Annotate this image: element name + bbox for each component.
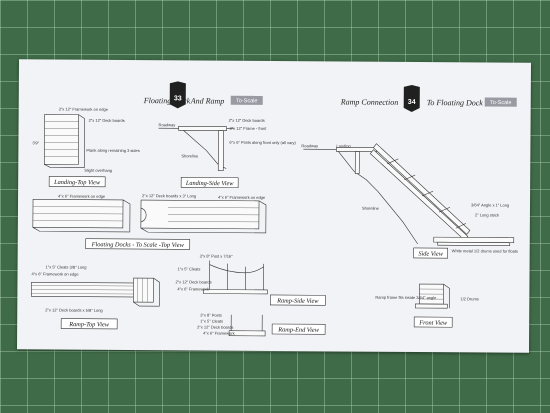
note-3: Plank along remaining 3 sides xyxy=(86,148,139,153)
landing-side-drawing xyxy=(158,126,234,171)
note-27: 3/64" Angle x 1" Long xyxy=(471,202,509,207)
note-7: 3"x 12" Frame - front xyxy=(230,126,268,131)
note-20: 3"x 8" Posts xyxy=(200,312,222,317)
ramp-side-view-label: Ramp-Side View xyxy=(276,298,319,305)
plan-sheet: Floating Dock 33 And Ramp To-Scale Ramp … xyxy=(16,59,532,353)
note-21: 1"x 5" Cleats xyxy=(200,318,223,323)
ramp-side-view-label-box xyxy=(270,294,326,306)
emblem-33-number: 33 xyxy=(174,95,182,102)
title-right-part1: Ramp Connection xyxy=(340,97,399,106)
floating-docks-label: Floating Docks - To Scale -Top View xyxy=(91,241,185,249)
ramp-end-drawing xyxy=(228,314,266,337)
landing-side-view-label-box xyxy=(180,177,239,189)
note-12: 4"x 6" Framework on edge xyxy=(218,195,266,200)
note-16: 4"x 6" Framework xyxy=(177,286,209,291)
emblem-33: 33 xyxy=(169,81,186,109)
note-14: 1"x 5" Cleats xyxy=(178,266,201,271)
note-22: 2"x 12" Deck boards xyxy=(197,324,233,329)
ramp-connection-drawing xyxy=(303,143,515,246)
note-19: 2"x 12" Deck boards x 5/8" Long xyxy=(45,307,102,312)
ramp-top-drawing xyxy=(31,277,160,307)
note-30: Ramp frame fits inside 3/64" angle xyxy=(375,295,437,300)
note-1: 3"x 12" Framework on edge xyxy=(59,106,109,111)
landing-top-drawing xyxy=(43,114,85,168)
title-left-part1: Floating Dock xyxy=(143,96,191,105)
badge-right xyxy=(484,97,517,107)
side-view-label-box xyxy=(413,247,449,259)
badge-left xyxy=(230,95,263,105)
badge-left-text: To-Scale xyxy=(236,98,257,104)
note-9: Shoreline xyxy=(181,153,199,158)
emblem-34: 34 xyxy=(403,84,420,112)
note-8: 6"x 6" Posts along front only (all vary) xyxy=(229,140,296,145)
front-view-drawing xyxy=(414,283,450,309)
note-2: 2"x 12" Deck boards xyxy=(89,118,125,123)
ramp-end-view-label: Ramp-End View xyxy=(277,327,319,334)
landing-side-view-label: Landing-Side View xyxy=(185,180,234,187)
badge-right-text: To-Scale xyxy=(490,100,511,106)
note-5: Roadway xyxy=(159,122,176,127)
note-13: 3"x 8" Post x 7/16" xyxy=(200,253,234,258)
note-4: Slight overhang xyxy=(84,168,112,173)
note-23: 4"x 6" Framework xyxy=(203,331,235,336)
front-view-label: Front View xyxy=(418,320,448,327)
note-6: 2"x 12" Deck boards xyxy=(229,118,265,123)
note-18: 4"x 6" Framework on edge xyxy=(32,271,80,276)
title-right-part2: To Floating Dock xyxy=(427,98,484,107)
floating-docks-label-box xyxy=(85,238,191,250)
note-25: Landing xyxy=(336,143,350,148)
drawing: Floating Dock 33 And Ramp To-Scale Ramp … xyxy=(31,81,518,337)
floating-docks-drawing xyxy=(32,199,267,234)
emblem-34-number: 34 xyxy=(408,99,416,106)
note-15: 2"x 12" Deck boards xyxy=(175,279,211,284)
note-31: 1/2 Drums xyxy=(460,296,478,301)
note-11: 2"x 12" Deck boards x 3" Long xyxy=(142,193,196,198)
ramp-top-view-label-box xyxy=(60,318,118,330)
note-17: 1"x 5" Cleats 3/8" Long xyxy=(46,264,87,269)
ramp-end-view-label-box xyxy=(271,323,326,335)
side-view-label: Side View xyxy=(418,251,443,258)
note-26: Shoreline xyxy=(362,206,380,211)
title-left-part2: And Ramp xyxy=(190,96,225,105)
front-view-label-box xyxy=(413,316,453,328)
note-29: White metal 1/2 drums used for floats xyxy=(452,248,518,253)
note-32: 3'9" xyxy=(32,140,39,145)
note-10: 4"x 6" Framework on edge xyxy=(58,193,106,198)
ramp-side-drawing xyxy=(203,260,268,295)
landing-top-view-label-box xyxy=(48,176,106,188)
ramp-top-view-label: Ramp-Top View xyxy=(68,321,110,328)
note-24: Roadway xyxy=(301,143,318,148)
landing-top-view-label: Landing-Top View xyxy=(53,179,101,186)
note-28: 2" Long stock xyxy=(475,212,499,217)
